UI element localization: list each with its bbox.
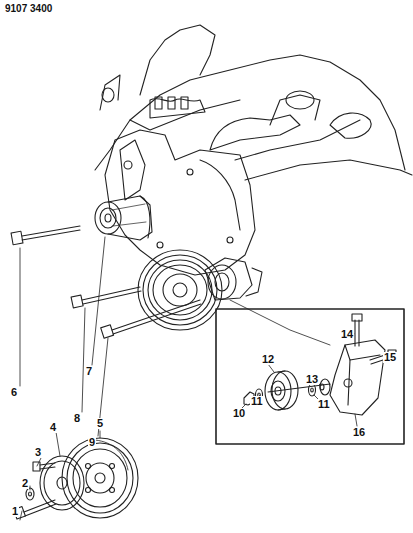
callout-number: 6 xyxy=(10,387,18,398)
callout-number: 10 xyxy=(232,408,246,419)
callout-number: 1 xyxy=(11,506,19,517)
callout-number: 3 xyxy=(34,447,42,458)
figure-number: 9107 3400 xyxy=(4,4,53,14)
callout-number: 11 xyxy=(250,396,264,407)
callout-number: 9 xyxy=(88,437,96,448)
callout-number: 8 xyxy=(73,413,81,424)
callout-number: 15 xyxy=(383,352,397,363)
callout-number: 11 xyxy=(317,399,331,410)
callout-number: 12 xyxy=(261,354,275,365)
callout-number: 14 xyxy=(340,329,354,340)
callout-number: 13 xyxy=(305,374,319,385)
callout-number: 16 xyxy=(352,427,366,438)
callout-number: 5 xyxy=(96,418,104,429)
callout-number: 7 xyxy=(85,366,93,377)
callout-number: 2 xyxy=(21,478,29,489)
callout-number: 4 xyxy=(49,422,57,433)
